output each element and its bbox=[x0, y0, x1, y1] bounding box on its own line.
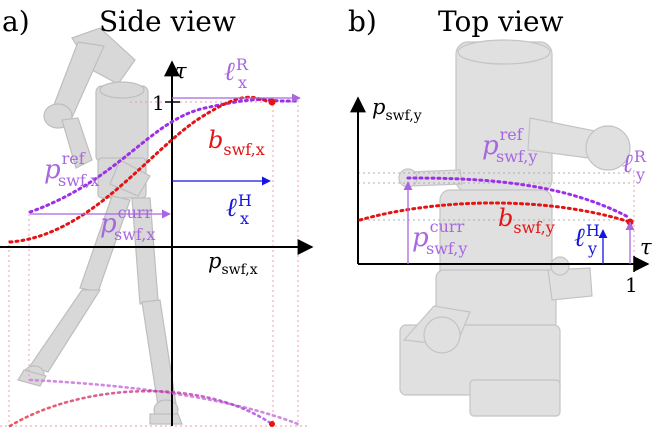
panel-a-foot-reference-curve bbox=[28, 378, 300, 426]
panel-a-tau-label: τ bbox=[175, 59, 187, 83]
robot-side-silhouette bbox=[17, 27, 183, 425]
panel-b-reference-curve bbox=[406, 176, 632, 220]
panel-b-tau-label: τ bbox=[640, 235, 652, 259]
panel-b-tick-one: 1 bbox=[625, 273, 638, 297]
panel-b-bias-curve bbox=[358, 201, 632, 224]
robot-top-silhouette bbox=[398, 39, 631, 417]
panel-a-letter: a) bbox=[2, 5, 30, 38]
panel-b-b-label: bswf,y bbox=[498, 204, 555, 237]
panel-a-x-axis-label: pswf,x bbox=[208, 249, 258, 278]
panel-a-title: Side view bbox=[99, 5, 236, 38]
panel-a-foot-endpoint bbox=[269, 421, 275, 427]
panel-a-foot-bias-curve bbox=[8, 389, 274, 428]
panel-b-title: Top view bbox=[438, 5, 564, 38]
panel-b-y-axis-label: pswf,y bbox=[372, 95, 422, 124]
panel-b-letter: b) bbox=[348, 5, 377, 38]
panel-a-bias-endpoint bbox=[268, 98, 276, 106]
panel-a-tick-one: 1 bbox=[152, 91, 165, 115]
panel-b-axes bbox=[350, 96, 650, 272]
panel-a-b-label: bswf,x bbox=[208, 126, 265, 159]
